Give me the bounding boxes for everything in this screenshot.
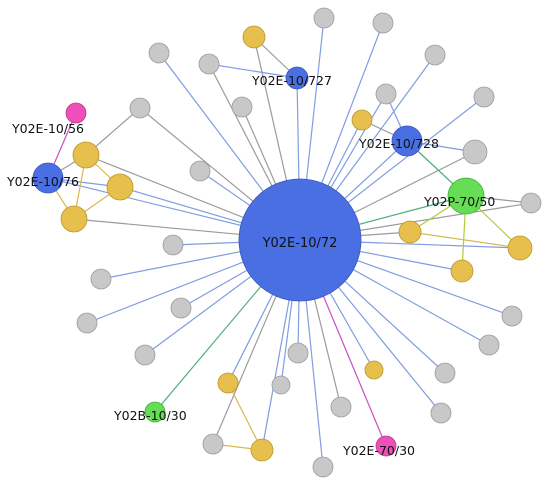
node-pink-n56 — [65, 102, 87, 124]
edge-g10-g11 — [227, 382, 263, 451]
node-gray-a11 — [462, 139, 488, 165]
labels-layer: Y02E-10/72 Y02E-10/727 Y02E-10/728 Y02E-… — [6, 73, 495, 458]
node-blue-n728 — [391, 125, 423, 157]
node-gray-a9 — [129, 97, 151, 119]
node-label-y02e-10-728: Y02E-10/728 — [358, 136, 439, 151]
node-gray-a5 — [198, 53, 220, 75]
node-gray-a4 — [424, 44, 446, 66]
node-gold-g1 — [242, 25, 266, 49]
node-gray-a15 — [170, 297, 192, 319]
node-gold-g4 — [106, 173, 134, 201]
node-gold-g11 — [250, 438, 274, 462]
node-gray-a16 — [501, 305, 523, 327]
node-gray-a7 — [375, 83, 397, 105]
node-label-y02e-70-30: Y02E-70/30 — [342, 443, 415, 458]
node-label-y02e-10-56: Y02E-10/56 — [11, 121, 84, 136]
node-gray-a2 — [372, 12, 394, 34]
node-label-y02p-70-50: Y02P-70/50 — [423, 194, 495, 209]
node-gold-g3 — [72, 141, 100, 169]
node-gray-a12 — [520, 192, 542, 214]
node-gray-a21 — [434, 362, 456, 384]
node-gold-g6 — [398, 220, 422, 244]
node-gold-g10 — [217, 372, 239, 394]
node-gray-a19 — [134, 344, 156, 366]
node-gray-a20 — [287, 342, 309, 364]
node-gold-g9 — [364, 360, 384, 380]
node-gold-g7 — [507, 235, 533, 261]
edge-n727-a5 — [208, 63, 298, 79]
node-gray-a23 — [430, 402, 452, 424]
node-gray-a26 — [271, 375, 291, 395]
node-gold-g5 — [60, 205, 88, 233]
node-gray-a8 — [473, 86, 495, 108]
hub-node-label: Y02E-10/72 — [262, 236, 338, 251]
nodes-layer — [32, 7, 542, 478]
node-pink-n7030 — [375, 435, 397, 457]
node-gold-g2 — [351, 109, 373, 131]
node-gray-a18 — [76, 312, 98, 334]
node-gray-a6 — [231, 96, 253, 118]
node-gray-a13 — [162, 234, 184, 256]
node-label-y02e-10-76: Y02E-10/76 — [6, 174, 79, 189]
node-label-y02e-10-727: Y02E-10/727 — [251, 73, 332, 88]
node-blue-n727 — [285, 66, 309, 90]
hub-node — [238, 178, 362, 302]
node-label-y02b-10-30: Y02B-10/30 — [113, 408, 187, 423]
node-gray-a24 — [202, 433, 224, 455]
node-gray-a25 — [312, 456, 334, 478]
node-gray-a3 — [148, 42, 170, 64]
node-blue-n76 — [32, 162, 64, 194]
node-gray-a1 — [313, 7, 335, 29]
node-green-n7050 — [447, 177, 485, 215]
edge-g6-g7 — [409, 231, 521, 249]
node-gray-a22 — [330, 396, 352, 418]
node-green-n1030 — [144, 401, 166, 423]
node-gray-a14 — [90, 268, 112, 290]
node-gold-g8 — [450, 259, 474, 283]
node-gray-a17 — [478, 334, 500, 356]
node-gray-a10 — [189, 160, 211, 182]
